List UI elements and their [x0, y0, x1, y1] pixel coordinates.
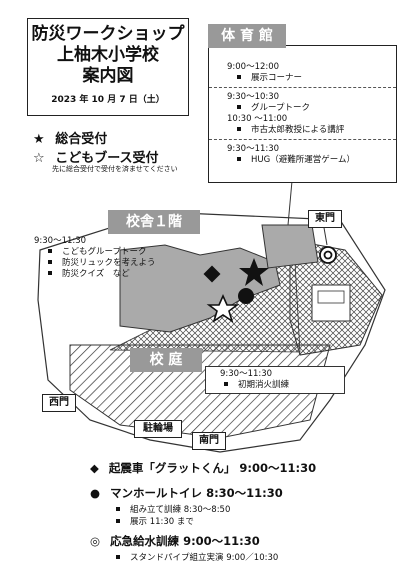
bottom-item-water-training: ◎ 応急給水訓練 9:00～11:30: [90, 533, 410, 549]
bullet-icon: [48, 260, 52, 264]
bottom-sub-label: 展示 11:30 まで: [130, 517, 194, 527]
double-circle-icon: ◎: [90, 534, 101, 548]
gym-item: HUG（避難所運営ゲーム）: [251, 155, 355, 165]
title-box: 防災ワークショップ 上柚木小学校 案内図 2023 年 10 月 7 日（土）: [27, 18, 189, 116]
bottom-item-label: 起震車「グラットくん」 9:00～11:30: [108, 461, 317, 475]
school-building-item: 防災クイズ など: [62, 269, 130, 279]
bottom-sub-label: スタンドパイプ組立実演 9:00／10:30: [130, 553, 279, 563]
bullet-icon: [237, 127, 241, 131]
filled-circle-icon: ●: [90, 486, 101, 500]
east-gate-sign: 東門: [308, 210, 342, 228]
gym-label: 体 育 館: [208, 24, 286, 48]
schoolyard-time: 9:30～11:30: [220, 369, 273, 379]
school-building-shape: [119, 244, 281, 333]
bottom-sub-item: 展示 11:30 まで: [116, 515, 410, 527]
gym-schedule-group-2: 9:30～10:30 グループトーク 10:30 ～11:00 市古太郎教授によ…: [209, 88, 396, 140]
diamond-icon: ◆: [90, 461, 99, 475]
bottom-item-label: マンホールトイレ 8:30～11:30: [110, 486, 283, 500]
manhole-toilet-marker: [238, 288, 254, 304]
bottom-item-manhole-toilet: ● マンホールトイレ 8:30～11:30: [90, 485, 410, 501]
title-line-3: 案内図: [82, 66, 134, 86]
schoolyard-info: 9:30～11:30 初期消火訓練: [205, 366, 345, 394]
gym-time: 10:30 ～11:00: [227, 114, 288, 124]
school-building-label: 校舎１階: [108, 210, 200, 234]
school-building-info: 9:30～11:30 こどもグループトーク 防災リュックを考えよう 防災クイズ …: [34, 236, 156, 280]
schoolyard-item: 初期消火訓練: [238, 380, 290, 390]
school-building-item: 防災リュックを考えよう: [62, 258, 156, 268]
legend-kids-reception-label: こどもブース受付: [55, 151, 159, 166]
gym-item: グループトーク: [251, 103, 310, 113]
legend-kids-reception: ☆ こどもブース受付: [33, 147, 159, 166]
gym-info-box: 9:00～12:00 展示コーナー 9:30～10:30 グループトーク 10:…: [208, 45, 397, 183]
schoolyard-label: 校 庭: [130, 348, 202, 372]
bullet-icon: [116, 507, 120, 511]
gym-schedule-group-3: 9:30～11:30 HUG（避難所運営ゲーム）: [209, 140, 396, 169]
title-line-1: 防災ワークショップ: [31, 24, 185, 44]
event-date: 2023 年 10 月 7 日（土）: [51, 95, 165, 105]
school-building-time: 9:30～11:30: [34, 236, 87, 246]
gym-shape: [261, 224, 319, 269]
bullet-icon: [116, 519, 120, 523]
gym-item: 市古太郎教授による講評: [251, 125, 345, 135]
earthquake-truck-diamond-marker: [203, 265, 221, 283]
outline-star-icon: ☆: [33, 151, 45, 166]
bullet-icon: [116, 555, 120, 559]
gym-item: 展示コーナー: [251, 73, 303, 83]
gym-schedule-group-1: 9:00～12:00 展示コーナー: [209, 46, 396, 88]
bottom-sub-item: スタンドパイプ組立実演 9:00／10:30: [116, 551, 410, 563]
bullet-icon: [48, 249, 52, 253]
bottom-item-earthquake-truck: ◆ 起震車「グラットくん」 9:00～11:30: [90, 460, 410, 476]
bullet-icon: [237, 75, 241, 79]
gym-time: 9:30～10:30: [227, 92, 280, 102]
school-building-item: こどもグループトーク: [62, 247, 147, 257]
parking-sign: 駐輪場: [134, 420, 182, 438]
bottom-item-label: 応急給水訓練 9:00～11:30: [110, 534, 260, 548]
bullet-icon: [224, 382, 228, 386]
bullet-icon: [237, 105, 241, 109]
west-gate-sign: 西門: [42, 394, 76, 412]
reception-note: 先に総合受付で受付を済ませてください: [52, 165, 178, 173]
south-gate-sign: 南門: [192, 432, 226, 450]
water-training-marker-inner: [323, 250, 333, 260]
bottom-sub-label: 組み立て訓練 8:30～8:50: [130, 505, 231, 515]
bullet-icon: [48, 271, 52, 275]
filled-star-icon: ★: [33, 132, 45, 147]
legend-main-reception-label: 総合受付: [55, 132, 108, 147]
gym-time: 9:30～11:30: [227, 144, 280, 154]
kids-reception-star-marker: [206, 294, 240, 323]
bullet-icon: [237, 157, 241, 161]
gym-time: 9:00～12:00: [227, 62, 280, 72]
legend-main-reception: ★ 総合受付: [33, 128, 107, 147]
bottom-legend: ◆ 起震車「グラットくん」 9:00～11:30 ● マンホールトイレ 8:30…: [90, 460, 410, 563]
main-reception-star-marker: [239, 258, 269, 286]
bottom-sub-item: 組み立て訓練 8:30～8:50: [116, 503, 410, 515]
title-line-2: 上柚木小学校: [57, 45, 159, 65]
